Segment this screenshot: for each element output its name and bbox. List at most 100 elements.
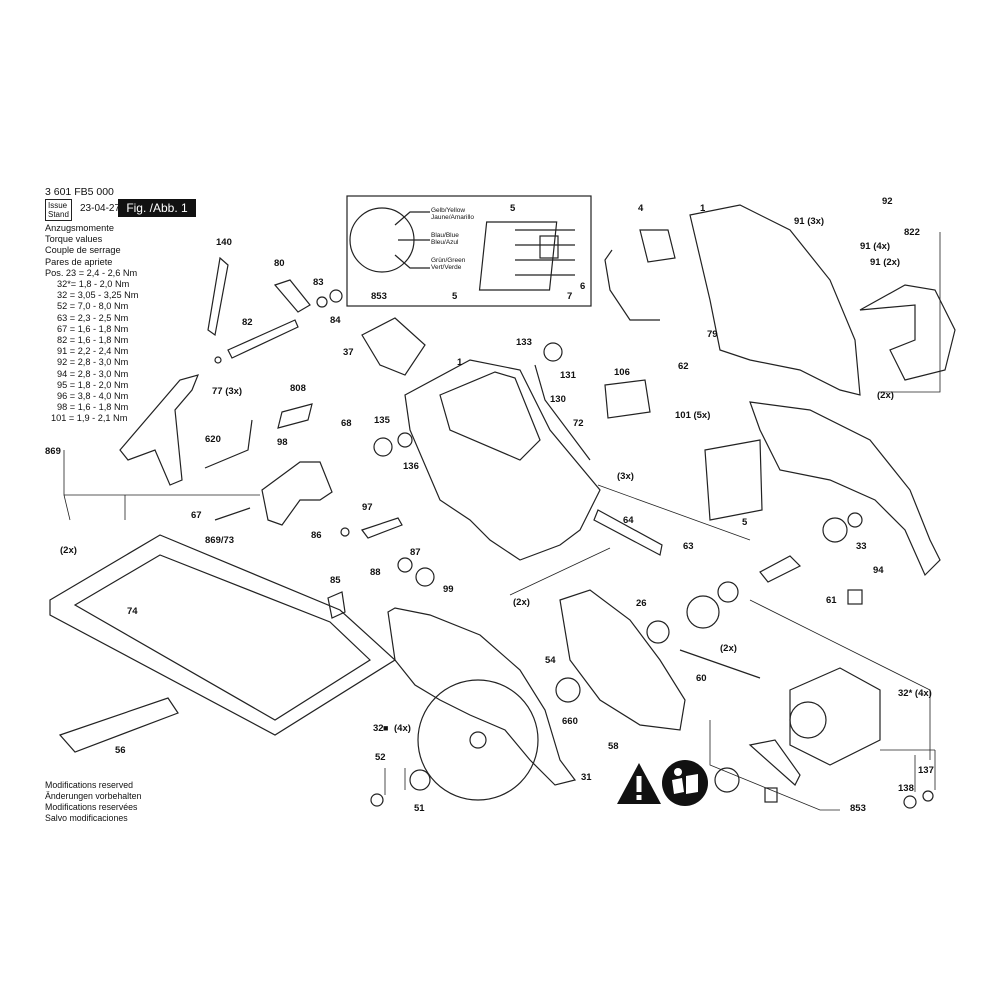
part-label: 83 xyxy=(313,277,324,288)
part-bracket-869 xyxy=(119,374,200,486)
part-label: 63 xyxy=(683,541,694,552)
part-83-ring xyxy=(316,296,328,308)
saw-blade xyxy=(417,679,539,801)
part-67-screw xyxy=(214,507,251,521)
issue-stand-box: Issue Stand xyxy=(45,199,72,221)
part-77-washer xyxy=(214,356,222,364)
part-4-module xyxy=(639,229,676,263)
part-label: 88 xyxy=(370,567,381,578)
part-label: 85 xyxy=(330,575,341,586)
blade-bore xyxy=(469,731,487,749)
part-label: 131 xyxy=(560,370,576,381)
part-o-ring xyxy=(714,767,740,793)
part-label: 869/73 xyxy=(205,535,235,546)
part-depth-bracket xyxy=(261,461,333,526)
torque-row: 96 = 3,8 - 4,0 Nm xyxy=(57,391,129,402)
part-label: 84 xyxy=(330,315,341,326)
part-80-lever xyxy=(273,279,311,313)
wire-label-green: Grün/Green Vert/Verde xyxy=(431,257,466,271)
part-808-pad xyxy=(277,403,313,429)
torque-row: 101 = 1,9 - 2,1 Nm xyxy=(51,413,128,424)
torque-row: 63 = 2,3 - 2,5 Nm xyxy=(57,312,129,323)
part-label: 660 xyxy=(562,716,578,727)
part-140-strip xyxy=(207,256,229,337)
part-label: 5 xyxy=(510,203,516,214)
part-label: 1 xyxy=(700,203,706,214)
part-label: 68 xyxy=(341,418,352,429)
part-label: 135 xyxy=(374,415,390,426)
torque-row: 94 = 2,8 - 3,0 Nm xyxy=(57,368,129,379)
wire-label-blue: Blau/Blue Bleu/Azul xyxy=(431,232,459,246)
part-4-cable xyxy=(604,249,660,321)
torque-table: Anzugsmomente Torque values Couple de se… xyxy=(45,223,138,425)
footer-line: Modifications reservées xyxy=(45,802,138,812)
part-31-blade-guard xyxy=(387,607,577,786)
footer-line: Modifications reserved xyxy=(45,780,134,790)
part-26-bearing xyxy=(646,620,670,644)
wiring-inset-box xyxy=(346,195,592,307)
part-61-sleeve xyxy=(847,589,863,605)
part-label: 98 xyxy=(277,437,288,448)
part-bearing-housing xyxy=(686,595,720,629)
part-64-lever xyxy=(593,509,663,556)
part-label: 54 xyxy=(545,655,556,666)
part-37-dust-port xyxy=(361,317,426,376)
part-label: 101 (5x) xyxy=(675,410,711,421)
square-marker-icon: ■ xyxy=(383,723,389,733)
torque-title: Torque values xyxy=(45,234,103,245)
part-822-handle xyxy=(859,284,956,381)
issue-label: Issue xyxy=(48,201,68,210)
torque-title: Couple de serrage xyxy=(45,245,121,256)
housing-right-1 xyxy=(689,204,861,396)
part-133-switch xyxy=(543,342,563,362)
part-99-knob xyxy=(415,567,435,587)
part-106-switch xyxy=(604,379,651,419)
figure-label: Fig. /Abb. 1 xyxy=(118,199,196,217)
part-label: 62 xyxy=(678,361,689,372)
part-label: 26 xyxy=(636,598,647,609)
part-label: 91 (3x) xyxy=(794,216,825,227)
motor-front xyxy=(789,701,827,739)
housing-left-1 xyxy=(404,359,601,561)
part-label: 136 xyxy=(403,461,419,472)
part-label: 138 xyxy=(898,783,914,794)
part-5-electronics xyxy=(704,439,763,521)
part-620-hex-key xyxy=(204,419,253,469)
torque-row: 95 = 1,8 - 2,0 Nm xyxy=(57,379,129,390)
base-plate-inner xyxy=(73,554,371,721)
part-label: 91 (4x) xyxy=(860,241,891,252)
part-label: 79 xyxy=(707,329,718,340)
part-spindle xyxy=(759,555,802,583)
part-label: 61 xyxy=(826,595,837,606)
part-label: 67 xyxy=(191,510,202,521)
housing-handle xyxy=(439,371,541,461)
part-label: 82 xyxy=(242,317,253,328)
bracket-137-138 xyxy=(880,749,936,792)
footer-line: Änderungen vorbehalten xyxy=(45,791,142,801)
footer-notes: Modifications reserved Änderungen vorbeh… xyxy=(45,780,141,824)
part-56-label xyxy=(58,697,179,753)
torque-row: 92 = 2,8 - 3,0 Nm xyxy=(57,357,129,368)
part-84-nut xyxy=(329,289,343,303)
torque-row: 82 = 1,6 - 1,8 Nm xyxy=(57,335,129,346)
electronics-module-inset xyxy=(478,221,575,291)
torque-row: 52 = 7,0 - 8,0 Nm xyxy=(57,301,129,312)
part-97-lever xyxy=(361,517,403,539)
issue-date: 23-04-27 xyxy=(80,203,121,214)
part-33-gear xyxy=(822,517,848,543)
read-manual-icon xyxy=(662,760,708,806)
part-label: 106 xyxy=(614,367,630,378)
torque-row: 67 = 1,6 - 1,8 Nm xyxy=(57,323,129,334)
torque-row: 91 = 2,2 - 2,4 Nm xyxy=(57,346,129,357)
torque-title: Anzugsmomente xyxy=(45,223,114,233)
part-label: 56 xyxy=(115,745,126,756)
part-label: (3x) xyxy=(617,471,634,482)
part-label: 853 xyxy=(850,803,866,814)
part-52-screw xyxy=(370,793,384,807)
part-label: 97 xyxy=(362,502,373,513)
leader-line-right xyxy=(749,599,931,760)
part-label: 133 xyxy=(516,337,532,348)
part-51-flange xyxy=(409,769,431,791)
part-label: 4 xyxy=(638,203,644,214)
stand-label: Stand xyxy=(48,210,69,219)
